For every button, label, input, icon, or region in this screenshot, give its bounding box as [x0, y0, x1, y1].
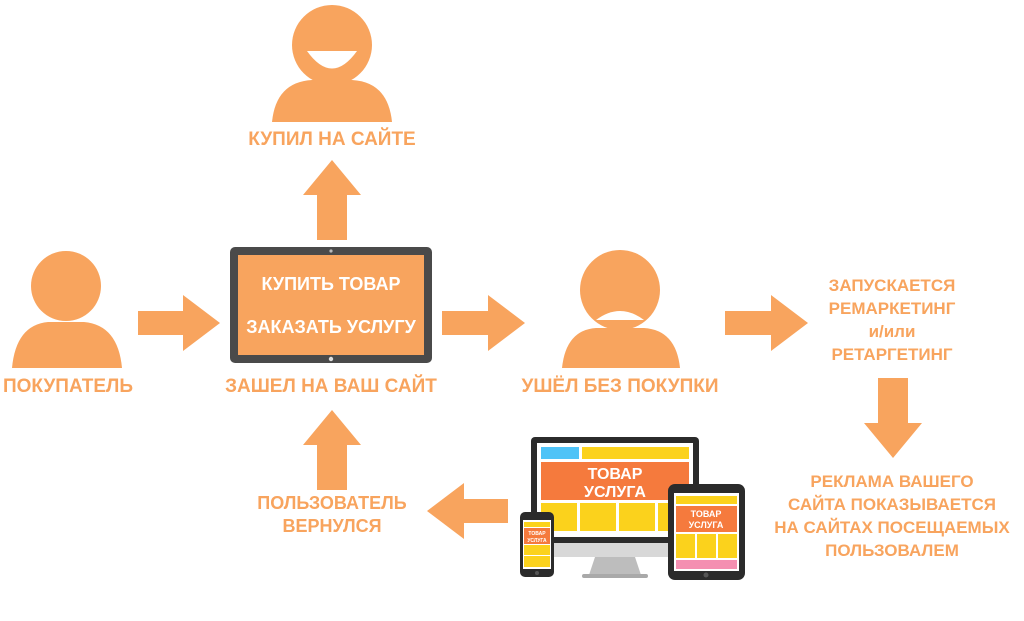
happy-buyer-icon — [272, 5, 392, 122]
user-returned-line: ПОЛЬЗОВАТЕЛЬ — [257, 493, 407, 513]
arrow-right-buyer — [138, 295, 220, 351]
monitor-text-2: УСЛУГА — [584, 484, 646, 501]
remarketing-line: РЕМАРКЕТИНГ — [828, 299, 956, 318]
arrow-up-top — [303, 160, 361, 240]
arrow-up-return — [303, 410, 361, 490]
buy-product-button-label: КУПИТЬ ТОВАР — [261, 274, 401, 294]
remarketing-label: ЗАПУСКАЕТСЯ РЕМАРКЕТИНГ и/или РЕТАРГЕТИН… — [802, 274, 982, 366]
ads-shown-line: НА САЙТАХ ПОСЕЩАЕМЫХ — [774, 518, 1010, 537]
ads-shown-line: САЙТА ПОКАЗЫВАЕТСЯ — [788, 495, 996, 514]
user-returned-label: ПОЛЬЗОВАТЕЛЬ ВЕРНУЛСЯ — [236, 492, 428, 538]
phone-text-1: ТОВАР — [528, 531, 546, 537]
ads-shown-line: РЕКЛАМА ВАШЕГО — [810, 472, 974, 491]
user-returned-line: ВЕРНУЛСЯ — [282, 516, 382, 536]
bought-on-site-label: КУПИЛ НА САЙТЕ — [248, 129, 416, 150]
buyer-label: ПОКУПАТЕЛЬ — [2, 376, 134, 397]
remarketing-line: РЕТАРГЕТИНГ — [831, 345, 953, 364]
tablet-text-2: УСЛУГА — [689, 520, 724, 530]
arrow-left-devices — [427, 483, 508, 539]
sad-user-icon — [562, 250, 680, 368]
buyer-icon — [12, 251, 122, 368]
remarketing-line: и/или — [868, 322, 916, 341]
tablet-device — [668, 484, 745, 580]
tablet-text-1: ТОВАР — [691, 509, 722, 519]
left-without-purchase-label: УШЁЛ БЕЗ ПОКУПКИ — [521, 376, 719, 397]
ads-shown-label: РЕКЛАМА ВАШЕГО САЙТА ПОКАЗЫВАЕТСЯ НА САЙ… — [764, 470, 1020, 562]
site-screen-icon — [230, 247, 432, 363]
order-service-button-label: ЗАКАЗАТЬ УСЛУГУ — [246, 317, 416, 337]
monitor-text-1: ТОВАР — [588, 466, 643, 483]
arrow-down-remarketing — [864, 378, 922, 458]
arrow-right-site — [442, 295, 525, 351]
phone-text-2: УСЛУГА — [527, 538, 547, 544]
phone-device — [520, 512, 554, 577]
visited-site-label: ЗАШЕЛ НА ВАШ САЙТ — [225, 376, 437, 397]
monitor-device — [531, 437, 699, 578]
remarketing-line: ЗАПУСКАЕТСЯ — [828, 276, 956, 295]
arrow-right-remarketing — [725, 295, 808, 351]
ads-shown-line: ПОЛЬЗОВАЛЕМ — [825, 541, 959, 560]
